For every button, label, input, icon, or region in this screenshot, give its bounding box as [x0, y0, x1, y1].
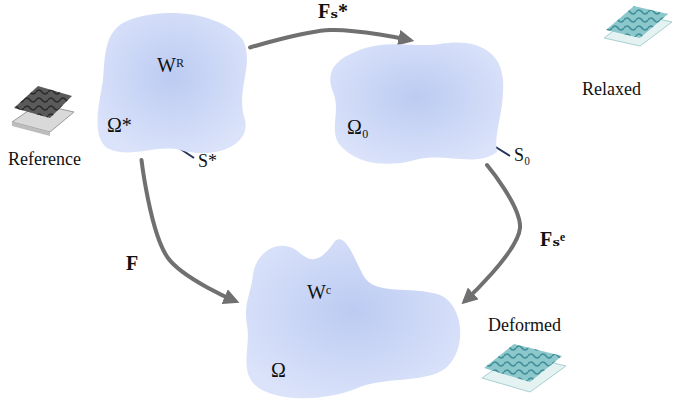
configuration-region: Ω₀: [325, 40, 505, 165]
deformed-sheet: [482, 344, 566, 392]
map-label: Fₛᵉ: [540, 228, 565, 250]
region-symbol: Wᴿ: [157, 54, 184, 76]
reference-sheet: [12, 86, 74, 136]
configuration-region: WᶜΩ: [235, 235, 465, 400]
region-shape: [246, 239, 460, 398]
state-label: Deformed: [488, 316, 561, 336]
boundary-label: S₀: [514, 146, 530, 166]
region-outline: [325, 40, 505, 165]
state-label: Relaxed: [582, 80, 641, 100]
region-shape: [97, 13, 247, 153]
region-symbol: Ω: [271, 359, 286, 381]
region-shape: [330, 43, 503, 164]
state-label: Reference: [8, 150, 81, 170]
map-label: F: [126, 252, 138, 274]
map-label: Fₛ*: [318, 0, 348, 22]
region-symbol: Wᶜ: [307, 281, 331, 303]
relaxed-sheet: [604, 6, 672, 46]
boundary-label: S*: [198, 152, 217, 172]
map-arrow: [142, 160, 236, 301]
region-symbol: Ω*: [107, 114, 132, 136]
map-arrow: [465, 165, 520, 301]
region-outline: [95, 10, 250, 160]
region-outline: [235, 235, 465, 400]
region-symbol: Ω₀: [347, 116, 369, 138]
configuration-region: WᴿΩ*: [95, 10, 250, 160]
